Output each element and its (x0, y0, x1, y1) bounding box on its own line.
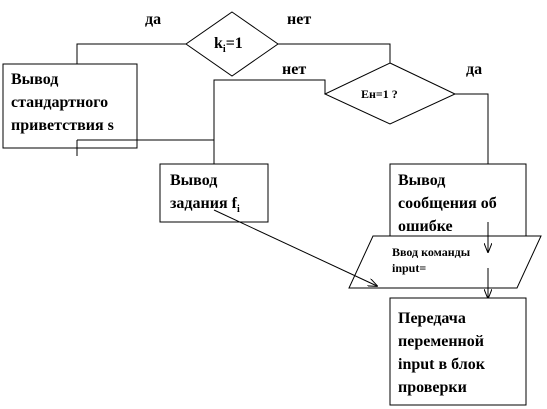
decision-text-en: Ен=1 ? (361, 87, 398, 101)
connector-no-1 (278, 43, 391, 63)
box-error (389, 163, 527, 237)
box-transfer (389, 297, 527, 406)
label-yes-1: да (145, 11, 162, 28)
connector-no-2 (213, 79, 326, 164)
box-greeting (2, 63, 138, 149)
decision-diamond-k (185, 11, 279, 77)
decision-text-k: ki=1 (214, 35, 243, 56)
label-no-1: нет (287, 11, 312, 28)
box-error-text: Вывод сообщения об ошибке (398, 172, 497, 235)
box-greeting-text: Вывод стандартного приветствия s (11, 71, 114, 134)
label-no-2: нет (282, 61, 307, 78)
label-yes-2: да (466, 61, 483, 78)
connector-yes-2 (455, 93, 489, 164)
box-task (159, 163, 269, 223)
io-input-block (348, 235, 542, 289)
decision-diamond-en (323, 62, 457, 125)
box-transfer-text: Передача переменной input в блок проверк… (398, 310, 485, 396)
box-task-text: Вывод задания fi (170, 172, 240, 216)
arrow-task-to-input (213, 209, 377, 286)
input-block-text: Ввод команды input= (392, 245, 471, 275)
connector-yes-1 (76, 43, 186, 64)
